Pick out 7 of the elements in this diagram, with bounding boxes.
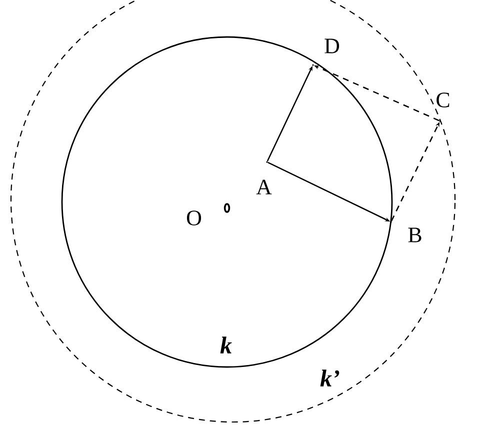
point-label: C [436,92,450,108]
point-label: D [324,38,340,54]
point-label: B [408,228,422,242]
point-label: A [256,180,272,194]
point-label: O [186,210,202,226]
circle-label: k [220,336,232,354]
circle-label: k’ [320,370,340,386]
